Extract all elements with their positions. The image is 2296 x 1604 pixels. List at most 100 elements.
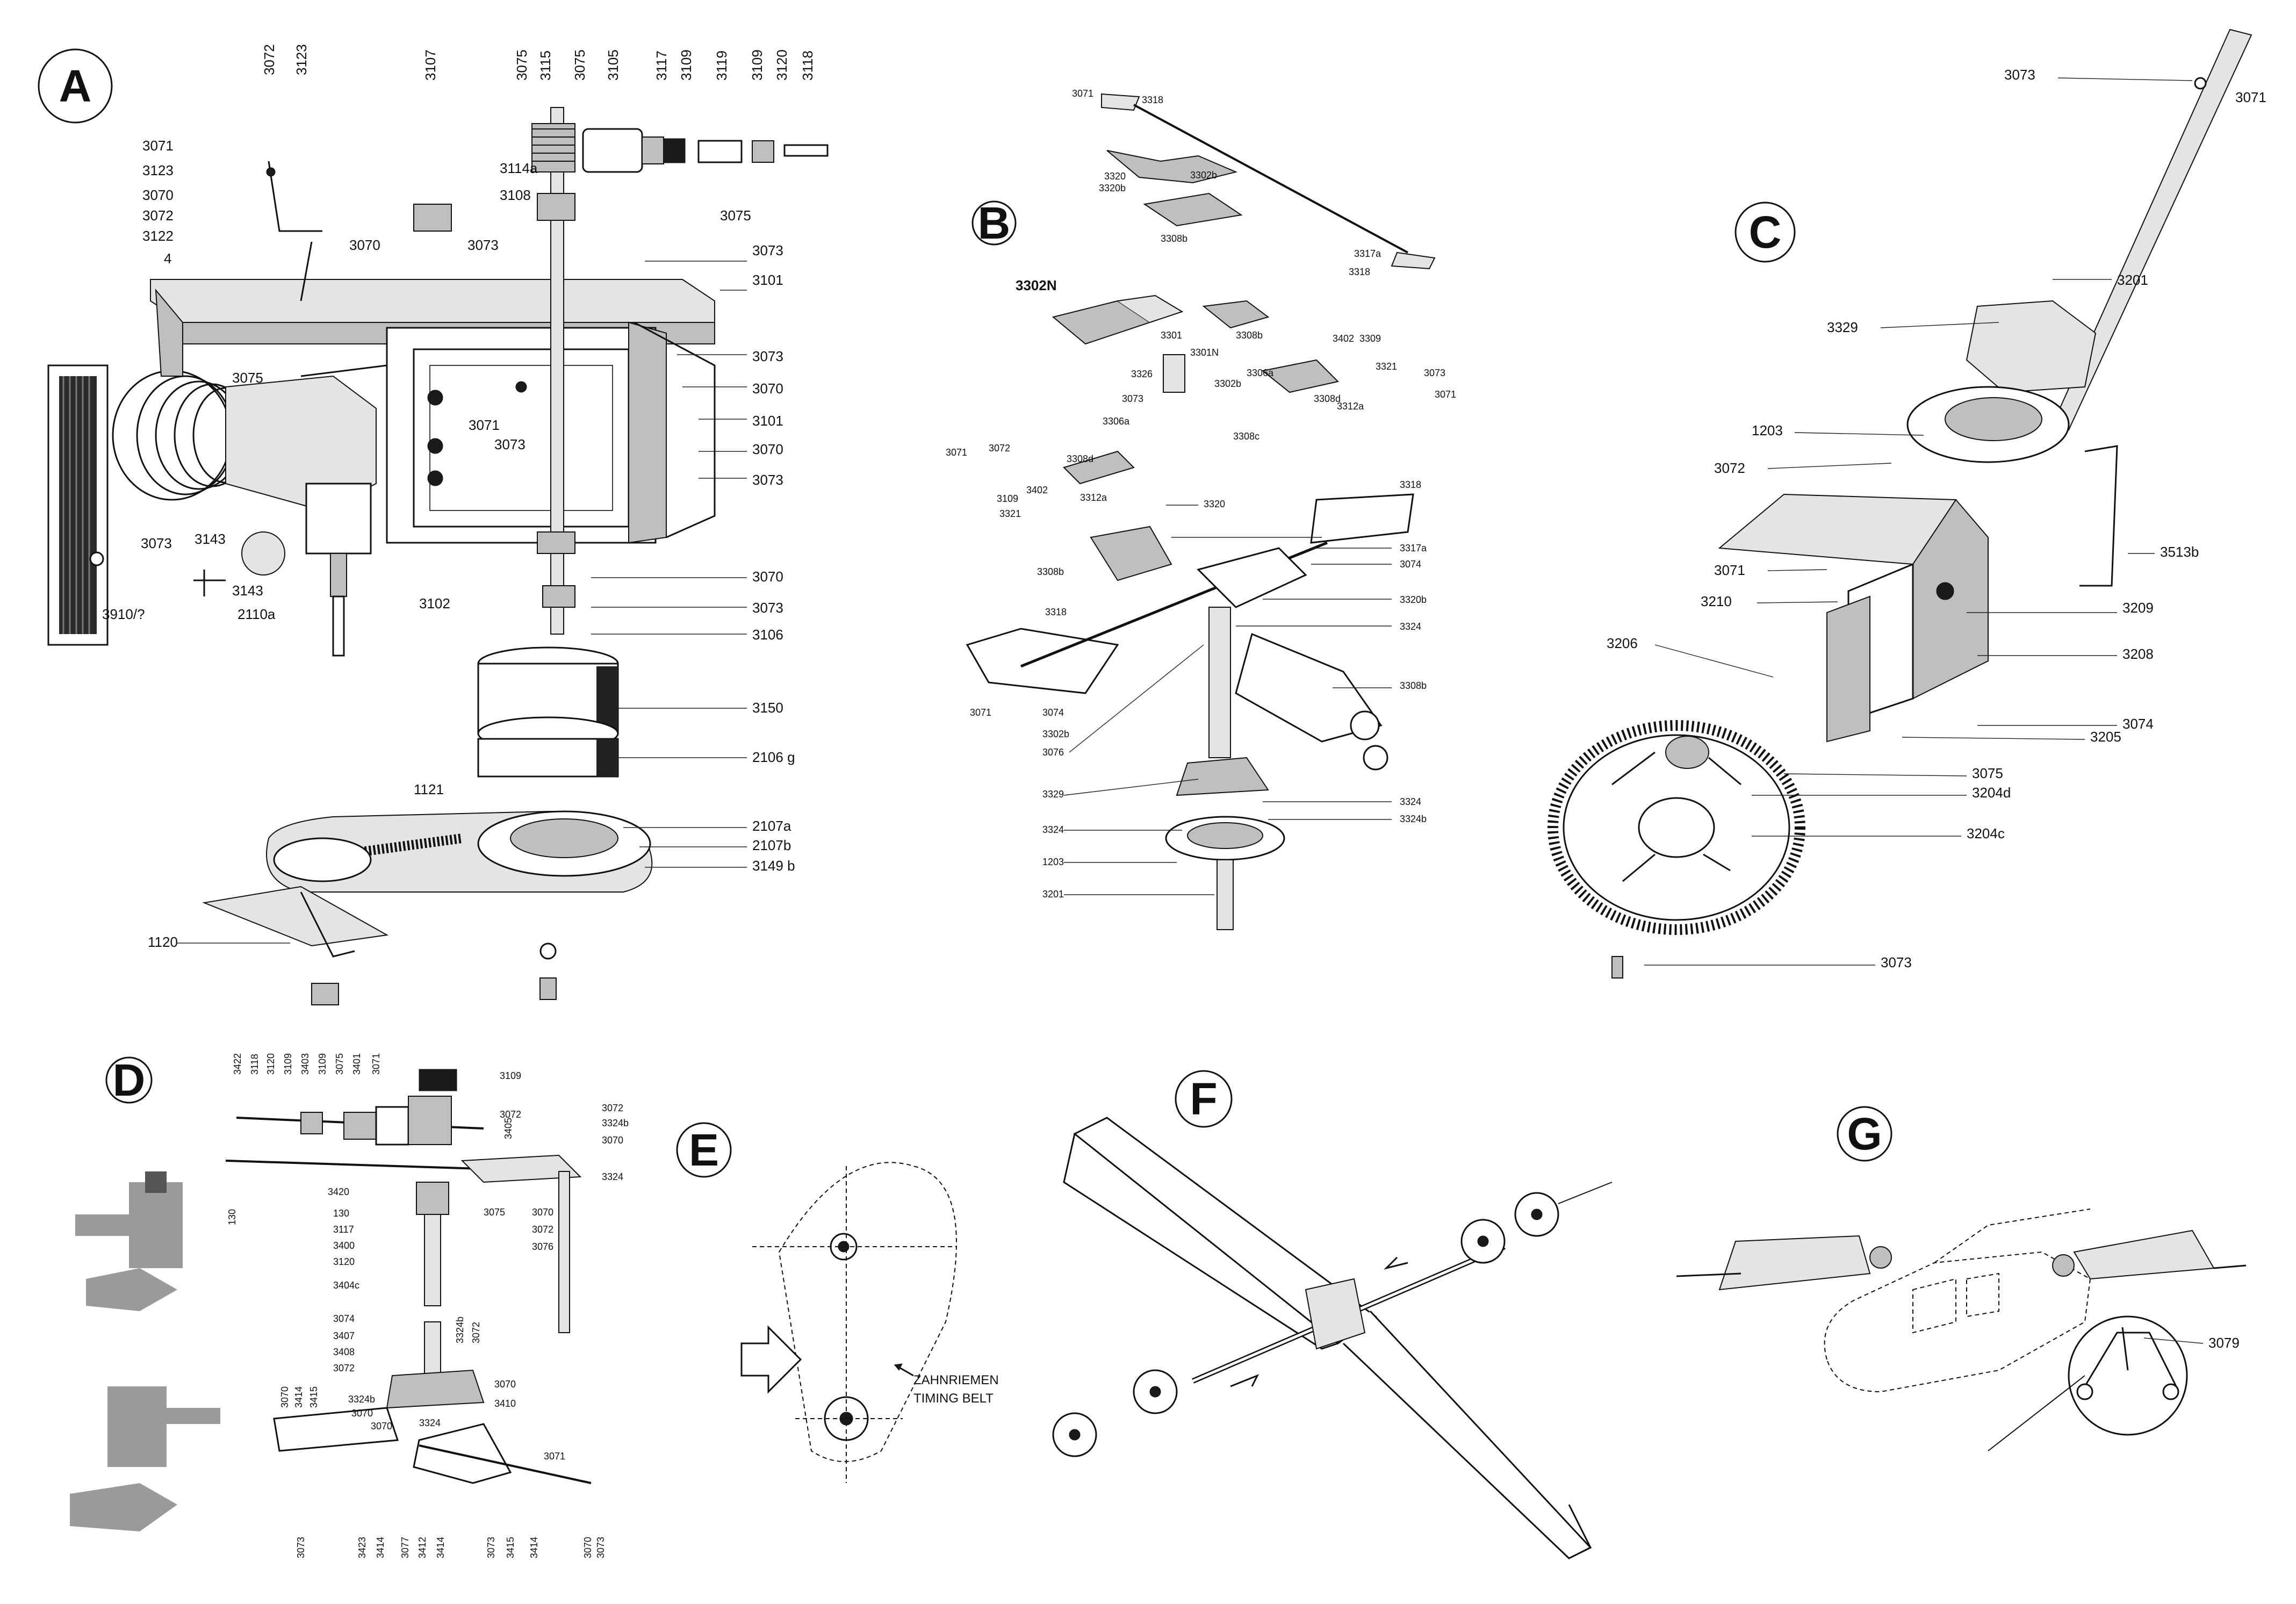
panel-c-leaders [1611, 77, 2193, 979]
callout: 3118 [800, 51, 816, 81]
callout: 3317a [1400, 543, 1427, 553]
callout: 3210 [1701, 593, 1732, 609]
panel-f-letter: F [1190, 1074, 1217, 1124]
panel-e: E ZAHNRIEMEN TIMING BELT [676, 1122, 999, 1483]
rotor-blades-g [1676, 1229, 2247, 1291]
callout: 3302b [1042, 729, 1069, 739]
callout: 3407 [333, 1330, 355, 1341]
callout: 3204c [1967, 825, 2005, 841]
callout: 3070 [602, 1135, 623, 1146]
callout: 3079 [2208, 1335, 2240, 1351]
callout: 3120 [265, 1053, 276, 1075]
callout: 3075 [514, 49, 530, 81]
callout: 3073 [494, 436, 526, 452]
callout: 3324 [602, 1171, 623, 1182]
callout: 3075 [232, 370, 263, 386]
flybar-top [1101, 93, 1436, 270]
panel-e-letter: E [689, 1125, 719, 1175]
panel-f: F [1052, 1070, 1613, 1559]
callout: 3109 [317, 1053, 328, 1075]
callout: 3070 [752, 441, 783, 457]
callout: 3123 [293, 44, 310, 75]
callout: 3070 [371, 1421, 392, 1432]
callout: 3072 [500, 1109, 521, 1120]
callout: 3123 [142, 162, 174, 178]
callout: 3074 [2122, 716, 2154, 732]
callout: 3120 [774, 49, 790, 81]
callout: 3318 [1045, 607, 1067, 617]
callout: 3072 [142, 207, 174, 224]
callout: 3318 [1400, 479, 1421, 490]
callout: 3115 [537, 51, 553, 81]
callout: 3309 [1359, 333, 1381, 344]
callout: 3071 [371, 1053, 382, 1075]
callout: 3070 [752, 569, 783, 585]
callout: 3117 [653, 51, 670, 81]
timing-belt-label-en: TIMING BELT [913, 1391, 994, 1406]
rotor-blades-f [1063, 1117, 1592, 1559]
panel-a: A [38, 44, 829, 1005]
callout: 3070 [752, 380, 783, 397]
rotor-head-assembled [966, 493, 1414, 930]
callout: 3074 [1400, 559, 1421, 570]
callout: 3070 [142, 187, 174, 203]
callout: 3073 [1424, 368, 1445, 378]
rotor-head-exploded [1052, 294, 1339, 485]
callout: 3143 [195, 531, 226, 547]
callout: 3423 [357, 1537, 368, 1558]
callout: 3150 [752, 700, 783, 716]
callout: 2107b [752, 837, 791, 853]
callout: 3074 [1042, 707, 1064, 718]
callout: 3109 [678, 49, 694, 81]
callout: 3120 [333, 1256, 355, 1267]
callout: 3108 [500, 187, 531, 203]
callout: 3070 [279, 1386, 290, 1408]
callout: 3072 [989, 443, 1010, 454]
callout: 3324 [1400, 796, 1421, 807]
callout: 3401 [351, 1053, 362, 1075]
callout: 3414 [529, 1537, 539, 1558]
callout: 3075 [720, 207, 751, 224]
callout: 3414 [375, 1537, 386, 1558]
callout: 3071 [946, 447, 967, 458]
callout: 3070 [349, 237, 380, 253]
callout: 3201 [1042, 889, 1064, 900]
callout: 3324b [455, 1317, 465, 1343]
panel-c-callouts: 3073 3071 3201 3329 1203 3072 3513b 3071… [1607, 67, 2266, 970]
callout: 3071 [1435, 389, 1456, 400]
callout: 3324b [348, 1394, 375, 1405]
callout: 3109 [997, 493, 1018, 504]
callout: 3308b [1236, 330, 1263, 341]
panel-b-letter: B [978, 198, 1011, 248]
panel-a-letter: A [59, 61, 92, 111]
callout: 4 [164, 250, 171, 267]
callout: 3072 [261, 44, 277, 75]
callout: 3072 [602, 1103, 623, 1113]
callout: 3320 [1204, 499, 1225, 509]
callout: 3910/? [102, 606, 145, 622]
callout: 3149 b [752, 858, 795, 874]
panel-c-letter: C [1749, 207, 1782, 257]
callout: 3073 [752, 600, 783, 616]
callout: 3317a [1354, 248, 1381, 259]
callout: 3329 [1827, 319, 1858, 335]
callout: 3320 [1104, 171, 1126, 182]
callout: 3073 [752, 242, 783, 258]
callout: 3324b [602, 1118, 629, 1128]
callout: 3513b [2160, 544, 2199, 560]
callout: 3073 [1122, 393, 1143, 404]
callout: 3208 [2122, 646, 2154, 662]
callout: 3102 [419, 595, 450, 612]
callout: 3070 [351, 1408, 373, 1419]
callout: 3109 [500, 1070, 521, 1081]
callout: 3321 [1376, 361, 1397, 372]
callout: 3414 [435, 1537, 446, 1558]
callout: 3143 [232, 582, 263, 599]
callout: 3301N [1190, 347, 1219, 358]
callout: 3071 [2235, 89, 2266, 105]
callout: 1121 [414, 781, 444, 797]
callout: 3415 [505, 1537, 516, 1558]
callout: 3404c [333, 1280, 359, 1291]
chassis-frame [150, 279, 716, 544]
callout: 3070 [582, 1537, 593, 1558]
